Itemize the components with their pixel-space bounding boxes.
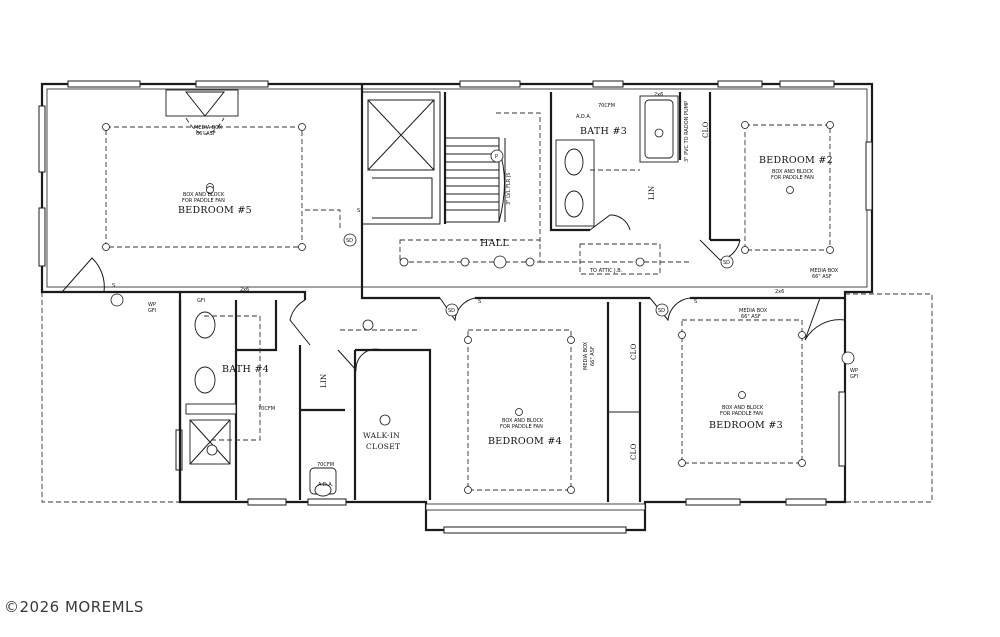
media-note-2: 66" ASF: [196, 131, 216, 137]
switch-note-1: S: [112, 283, 115, 289]
attic-note: TO ATTIC J.B.: [589, 268, 623, 274]
bedroom4-label: BEDROOM #4: [488, 436, 562, 447]
gfi-note-3: GFI: [197, 298, 205, 304]
bath3-label: BATH #3: [580, 126, 627, 137]
windows: [38, 80, 873, 534]
wp-note-1: WP: [148, 302, 156, 308]
notes: BOX AND BLOCK FOR PADDLE FAN BOX AND BLO…: [112, 92, 858, 488]
paddle-note-b4b: FOR PADDLE FAN: [500, 424, 543, 430]
sd-symbol: SD: [346, 238, 353, 244]
cfm-note-3: 70CFM: [317, 462, 334, 468]
symbols: SD SD SD SD P: [102, 121, 855, 494]
clo-label: CLO: [630, 443, 638, 460]
media-box: [165, 89, 239, 135]
wp-note-2: WP: [850, 368, 858, 374]
door-swings: [61, 214, 846, 372]
switch-note-3: S: [478, 299, 481, 305]
p-symbol: P: [495, 154, 498, 160]
paddle-note-b2b: FOR PADDLE FAN: [771, 175, 814, 181]
paddle-note-b5b: FOR PADDLE FAN: [182, 198, 225, 204]
clo-label: CLO: [630, 343, 638, 360]
interior-walls: [178, 84, 845, 502]
media-note-7: MEDIA BOX: [583, 341, 589, 370]
radon-note: 3" PVC TO RADON PUMP: [684, 101, 690, 162]
gfi-note-2: GFI: [850, 374, 858, 380]
ada-note-1: A.D.A.: [576, 114, 592, 120]
bedroom2-label: BEDROOM #2: [759, 155, 833, 166]
switch-note-4: S: [694, 299, 697, 305]
bath4-label: BATH #4: [222, 364, 269, 375]
media-note-4: 66" ASF: [812, 274, 832, 280]
wall-note-3: 2x6: [654, 92, 663, 98]
wall-note-1: 2x6: [240, 287, 249, 293]
switch-note-2: S: [357, 208, 360, 214]
bath4-fixtures: [185, 311, 337, 497]
walkin-label-1: WALK-IN: [363, 431, 400, 440]
bedroom5-label: BEDROOM #5: [178, 205, 252, 216]
paddle-note-b3a: BOX AND BLOCK: [722, 405, 764, 411]
cfm-note-1: 70CFM: [598, 103, 615, 109]
media-note-3: MEDIA BOX: [810, 268, 839, 274]
bedroom3-label: BEDROOM #3: [709, 420, 783, 431]
deck-outlines: [41, 292, 933, 503]
cfm-note-2: 70CFM: [258, 406, 275, 412]
paddle-note-b2a: BOX AND BLOCK: [772, 169, 814, 175]
paddle-note-b4a: BOX AND BLOCK: [502, 418, 544, 424]
stairs: [367, 99, 506, 223]
media-note-5: MEDIA BOX: [739, 308, 768, 314]
lin-label: LIN: [320, 374, 328, 388]
sd-symbol: SD: [723, 260, 730, 266]
media-note-1: MEDIA BOX: [194, 125, 223, 131]
room-labels: BEDROOM #5 BEDROOM #2 BEDROOM #3 BEDROOM…: [178, 121, 833, 460]
hall-label: HALL: [480, 238, 509, 249]
watermark: ©2026 MOREMLS: [4, 598, 144, 616]
sd-symbol: SD: [658, 308, 665, 314]
paddle-note-b5a: BOX AND BLOCK: [183, 192, 225, 198]
gfi-note-1: GFI: [148, 308, 156, 314]
bath3-fixtures: [555, 95, 679, 227]
ada-note-2: A.D.A.: [318, 482, 334, 488]
walkin-label-2: CLOSET: [366, 442, 400, 451]
paddle-note-b3b: FOR PADDLE FAN: [720, 411, 763, 417]
sd-symbol: SD: [448, 308, 455, 314]
clo-label: CLO: [702, 121, 710, 138]
lvl-note: 3" LVL FLR JS: [506, 173, 512, 205]
lin-label: LIN: [648, 186, 656, 200]
wall-note-2: 2x6: [775, 289, 784, 295]
electrical-runs: [105, 112, 831, 491]
media-note-8: 66" ASF: [590, 346, 596, 366]
media-note-6: 66" ASF: [741, 314, 761, 320]
